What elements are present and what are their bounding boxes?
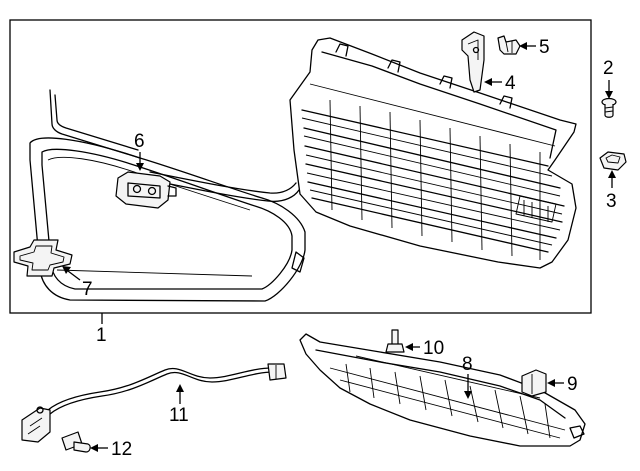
callout-1: 1 xyxy=(96,325,107,346)
lower-grille[interactable] xyxy=(299,333,586,447)
grille-bracket[interactable] xyxy=(461,31,485,93)
callout-3: 3 xyxy=(606,191,617,212)
callout-10: 10 xyxy=(423,338,444,359)
callout-4: 4 xyxy=(505,73,516,94)
callout-9: 9 xyxy=(567,374,578,395)
screw[interactable] xyxy=(601,97,617,118)
wiring-harness[interactable] xyxy=(21,363,287,443)
callout-8: 8 xyxy=(462,354,473,375)
harness-bolt[interactable] xyxy=(61,431,91,453)
assembly-frame xyxy=(9,19,592,314)
emblem[interactable] xyxy=(13,239,73,277)
callout-2: 2 xyxy=(603,58,614,79)
bolt[interactable] xyxy=(385,329,405,353)
callout-11: 11 xyxy=(169,405,189,426)
callout-7: 7 xyxy=(82,279,93,300)
callout-6: 6 xyxy=(134,131,145,152)
leader-12 xyxy=(90,444,108,452)
leader-3 xyxy=(608,170,616,188)
leader-8 xyxy=(464,374,472,399)
leader-10 xyxy=(405,343,420,351)
leader-2 xyxy=(605,80,613,99)
leader-5 xyxy=(519,42,536,50)
push-clip[interactable] xyxy=(497,35,521,55)
leader-4 xyxy=(484,78,502,86)
callout-12: 12 xyxy=(111,439,132,460)
leader-7 xyxy=(62,266,81,281)
nut-clip[interactable] xyxy=(599,151,627,171)
retainer-clip[interactable] xyxy=(521,369,547,397)
leader-6 xyxy=(136,152,144,171)
emblem-bracket xyxy=(115,171,177,209)
leader-9 xyxy=(547,379,564,387)
callout-5: 5 xyxy=(539,37,550,58)
grille-surround-frame[interactable] xyxy=(29,89,306,302)
upper-grille[interactable] xyxy=(289,37,577,269)
leader-11 xyxy=(176,384,184,404)
